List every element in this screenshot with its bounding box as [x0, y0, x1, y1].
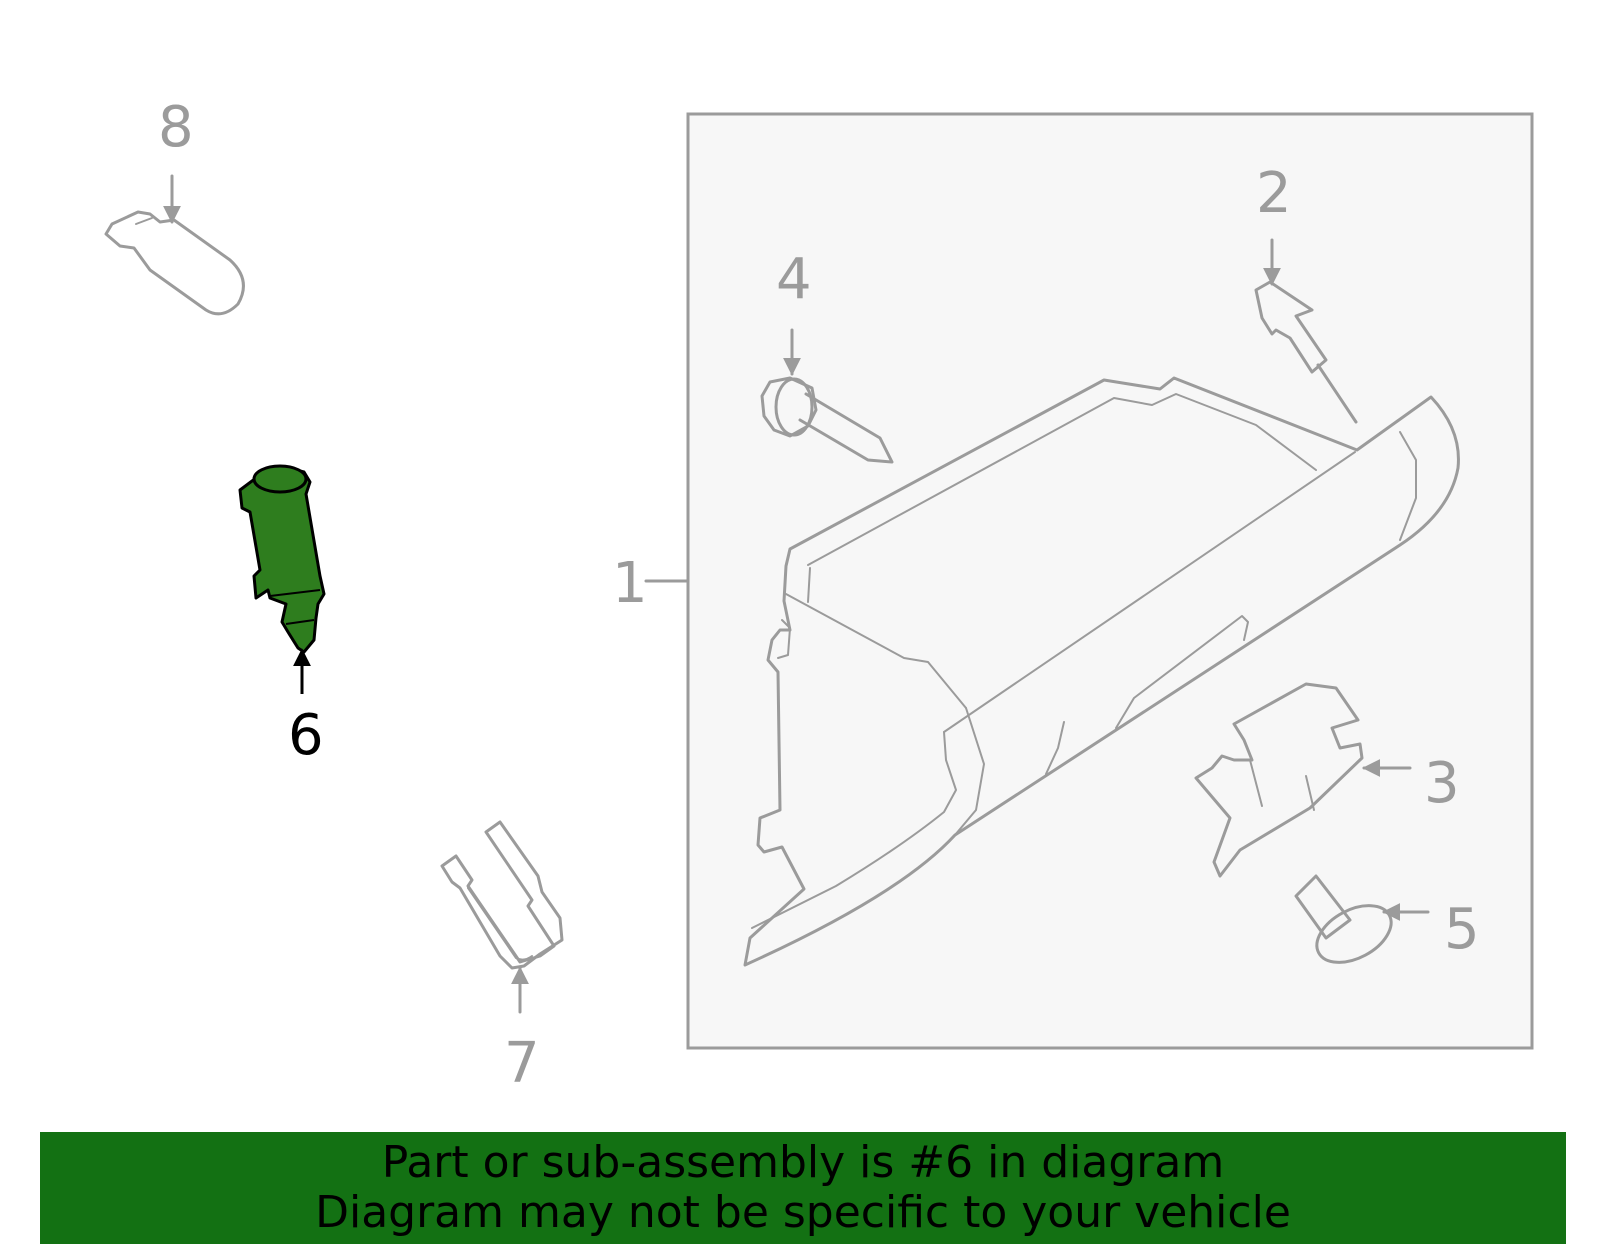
- banner-line-2: Diagram may not be specific to your vehi…: [315, 1187, 1291, 1238]
- latch-part-3: [1194, 682, 1364, 878]
- callout-2: 2: [1256, 161, 1292, 226]
- clip-part-2: [1254, 280, 1358, 424]
- bolt-part-4: [760, 376, 894, 464]
- callout-6: 6: [288, 703, 324, 768]
- callout-8: 8: [158, 95, 194, 160]
- lock-cylinder-part-6: [238, 464, 326, 654]
- banner-line-1: Part or sub-assembly is #6 in diagram: [381, 1137, 1225, 1188]
- clip-part-7: [440, 820, 564, 970]
- callout-1: 1: [612, 551, 648, 616]
- info-banner: Part or sub-assembly is #6 in diagram Di…: [40, 1132, 1566, 1244]
- callout-5: 5: [1444, 897, 1480, 962]
- assembly-box: [686, 112, 1534, 1050]
- callout-3: 3: [1424, 751, 1460, 816]
- glove-box-part: [743, 376, 1460, 967]
- callout-7: 7: [504, 1031, 540, 1096]
- callout-4: 4: [776, 247, 812, 312]
- bulb-part-8: [104, 210, 245, 316]
